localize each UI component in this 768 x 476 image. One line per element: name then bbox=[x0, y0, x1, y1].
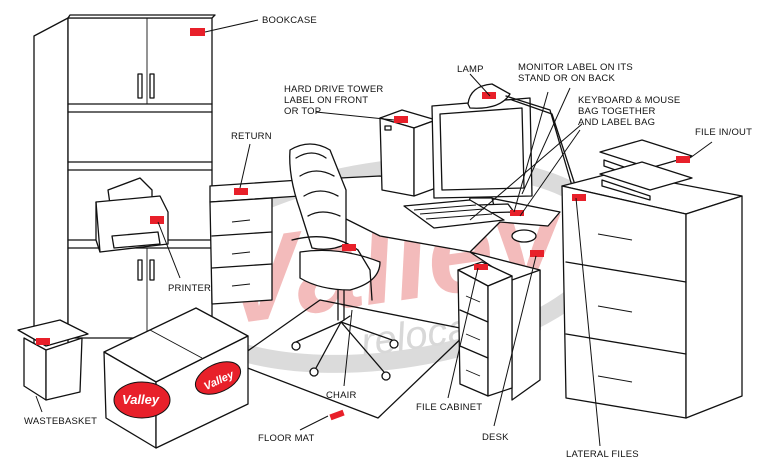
file-cabinet-tag bbox=[474, 264, 488, 270]
leader-return bbox=[239, 143, 251, 189]
label-bookcase: BOOKCASE bbox=[262, 15, 317, 26]
floor-mat-tag bbox=[329, 409, 345, 421]
file-cabinet bbox=[457, 261, 513, 397]
moving-box: Valley Valley bbox=[103, 307, 249, 449]
keyboard-tag bbox=[510, 210, 524, 216]
leader-monitor bbox=[521, 87, 571, 195]
label-return: RETURN bbox=[231, 131, 272, 142]
lateral-files-tag bbox=[572, 194, 586, 201]
wastebasket bbox=[17, 319, 89, 401]
box-logo-text: Valley bbox=[122, 392, 160, 407]
leader-lines bbox=[35, 19, 713, 447]
label-floor-mat: FLOOR MAT bbox=[258, 433, 315, 444]
leader-hard-drive bbox=[315, 111, 395, 121]
label-lamp: LAMP bbox=[457, 64, 484, 75]
leader-file-cabinet bbox=[447, 267, 479, 399]
leader-printer bbox=[157, 221, 181, 279]
label-keyboard: KEYBOARD & MOUSE BAG TOGETHER AND LABEL … bbox=[578, 95, 681, 128]
label-printer: PRINTER bbox=[168, 283, 212, 294]
desk bbox=[209, 175, 561, 401]
desk-tag bbox=[530, 250, 544, 257]
label-lateral-files: LATERAL FILES bbox=[566, 449, 639, 460]
label-chair: CHAIR bbox=[326, 390, 357, 401]
return-tag bbox=[234, 188, 248, 195]
leader-desk bbox=[493, 255, 537, 427]
monitor bbox=[431, 97, 533, 215]
leader-monitor-2 bbox=[513, 91, 549, 213]
label-monitor: MONITOR LABEL ON ITS STAND OR ON BACK bbox=[518, 62, 633, 84]
label-desk: DESK bbox=[482, 432, 509, 443]
printer-tag bbox=[150, 216, 164, 224]
hard-drive-tag bbox=[394, 116, 408, 123]
label-wastebasket: WASTEBASKET bbox=[24, 416, 98, 427]
wastebasket-tag bbox=[36, 338, 50, 345]
chair-tag bbox=[342, 244, 356, 251]
label-hard-drive: HARD DRIVE TOWER LABEL ON FRONT OR TOP bbox=[284, 84, 384, 117]
file-in-out-tray bbox=[599, 139, 693, 201]
leader-chair bbox=[343, 309, 353, 387]
leader-file-in-out bbox=[689, 141, 713, 159]
bookcase-tag bbox=[190, 28, 205, 36]
leader-bookcase bbox=[204, 19, 259, 33]
leader-keyboard-2 bbox=[519, 129, 581, 217]
keyboard-mouse bbox=[403, 199, 537, 243]
leader-wastebasket bbox=[35, 395, 43, 413]
label-file-in-out: FILE IN/OUT bbox=[695, 127, 753, 138]
leader-lateral-files bbox=[575, 197, 601, 447]
leader-lamp bbox=[469, 73, 491, 97]
hard-drive-tower bbox=[379, 109, 437, 197]
chair bbox=[289, 143, 399, 381]
printer bbox=[95, 177, 169, 253]
file-in-out-tag bbox=[676, 156, 690, 163]
leader-floor-mat bbox=[299, 415, 329, 431]
label-file-cabinet: FILE CABINET bbox=[416, 402, 483, 413]
leader-keyboard bbox=[469, 123, 583, 221]
lateral-files bbox=[561, 171, 743, 419]
